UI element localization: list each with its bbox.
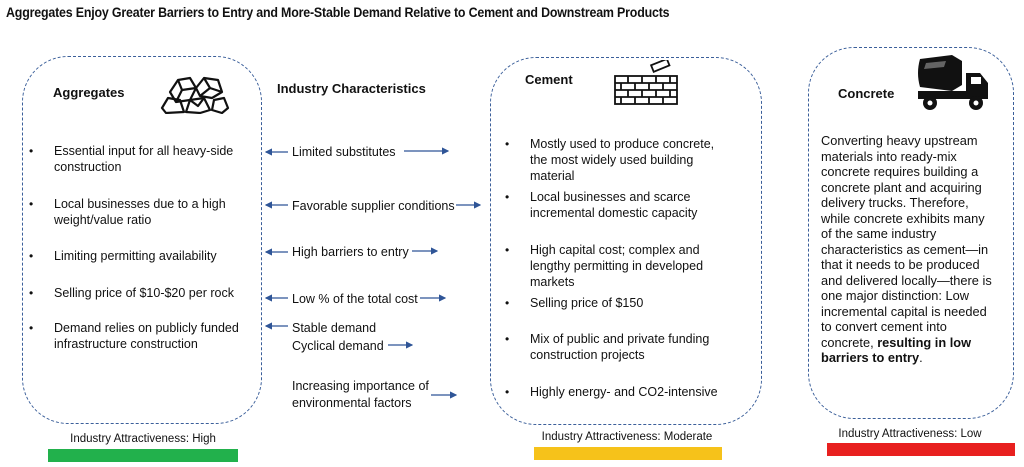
cement-heading: Cement (525, 72, 573, 87)
concrete-mixer-truck-icon (918, 55, 988, 110)
concrete-body-bold: resulting in low barriers to entry (821, 334, 972, 366)
rocks-icon (160, 76, 230, 114)
concrete-heading: Concrete (838, 86, 895, 101)
aggregates-attractiveness-bar (48, 449, 238, 462)
list-item: Selling price of $10-$20 per rock (29, 285, 254, 301)
cement-attractiveness-bar (534, 447, 722, 460)
list-item: Local businesses and scarce incremental … (505, 189, 730, 221)
characteristic-low-cost-share: Low % of the total cost (292, 292, 418, 306)
list-item: Limiting permitting availability (29, 248, 254, 264)
characteristic-favorable-supplier: Favorable supplier conditions (292, 199, 455, 213)
list-item: Mix of public and private funding constr… (505, 331, 730, 363)
list-item: Highly energy- and CO2-intensive (505, 384, 730, 400)
list-item: Local businesses due to a high weight/va… (29, 196, 254, 228)
concrete-body-text: Converting heavy upstream materials into… (821, 133, 992, 350)
list-item: High capital cost; complex and lengthy p… (505, 242, 730, 290)
industry-characteristics-heading: Industry Characteristics (277, 81, 426, 96)
aggregates-attractiveness-label: Industry Attractiveness: High (70, 433, 216, 445)
characteristic-environmental-line1: Increasing importance of (292, 379, 429, 393)
concrete-description: Converting heavy upstream materials into… (821, 133, 997, 366)
list-item: Demand relies on publicly funded infrast… (29, 320, 254, 352)
list-item: Essential input for all heavy-side const… (29, 143, 254, 175)
cement-panel (490, 57, 762, 425)
characteristic-environmental-line2: environmental factors (292, 396, 412, 410)
list-item: Selling price of $150 (505, 295, 730, 311)
list-item: Mostly used to produce concrete, the mos… (505, 136, 730, 184)
aggregates-heading: Aggregates (53, 85, 125, 100)
concrete-body-end: . (919, 350, 923, 365)
cement-attractiveness-label: Industry Attractiveness: Moderate (541, 431, 713, 443)
aggregates-panel (22, 56, 262, 424)
concrete-attractiveness-label: Industry Attractiveness: Low (838, 428, 982, 440)
concrete-attractiveness-bar (827, 443, 1015, 456)
characteristic-limited-substitutes: Limited substitutes (292, 145, 396, 159)
characteristic-high-barriers: High barriers to entry (292, 245, 409, 259)
characteristic-stable-demand: Stable demand (292, 321, 377, 335)
page-title: Aggregates Enjoy Greater Barriers to Ent… (6, 5, 670, 20)
brick-wall-icon (614, 60, 678, 105)
concrete-panel (808, 47, 1014, 419)
characteristic-cyclical-demand: Cyclical demand (292, 339, 384, 353)
